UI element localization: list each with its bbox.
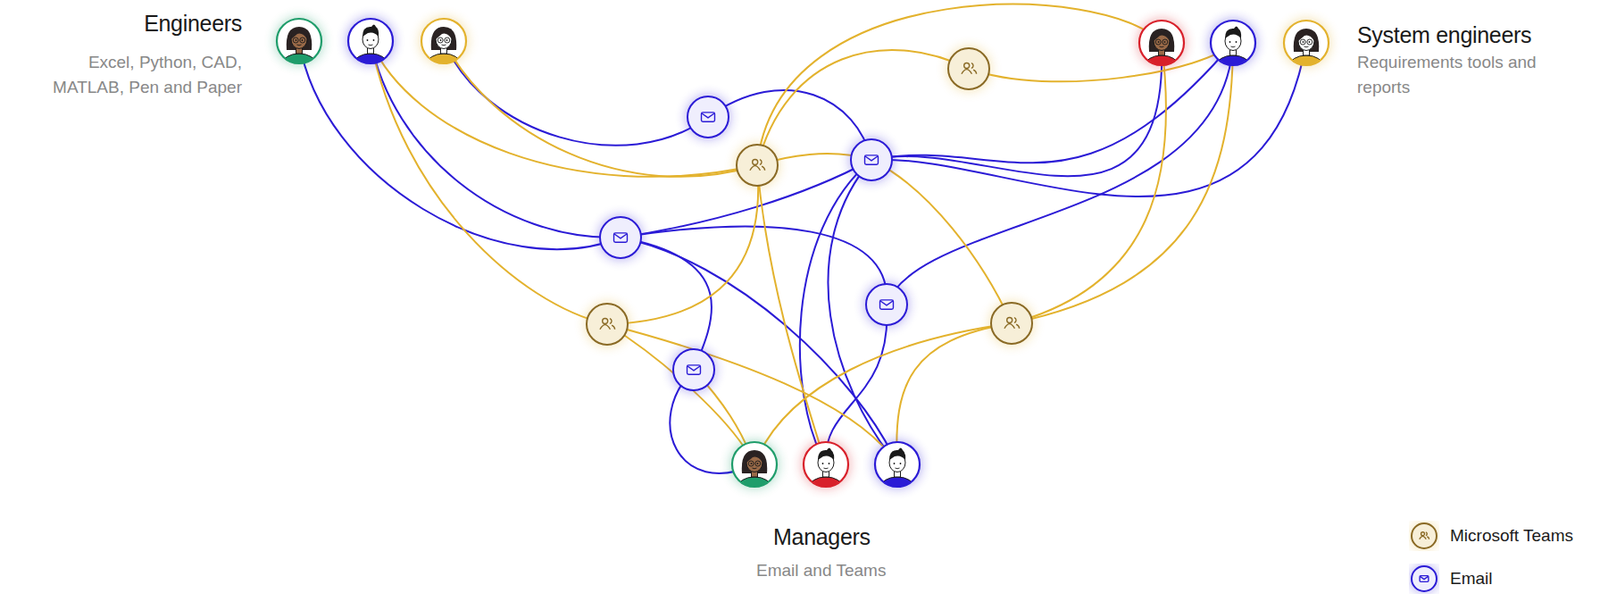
group-subtitle: Excel, Python, CAD, MATLAB, Pen and Pape… [32, 50, 242, 100]
connection-line [871, 42, 1162, 176]
legend-item: Microsoft Teams [1408, 520, 1574, 551]
group-title: System engineers [1357, 21, 1532, 49]
connection-line [443, 41, 758, 177]
legend-item: Email [1408, 563, 1493, 594]
connection-line [443, 41, 709, 146]
group-subtitle: Email and Teams [756, 558, 886, 584]
connection-line [370, 41, 608, 325]
person-avatar [1281, 17, 1332, 77]
person-avatar [345, 16, 396, 75]
connection-line [968, 42, 1234, 82]
teams-legend-icon [1408, 520, 1440, 551]
email-hub [597, 214, 644, 261]
connection-line [299, 41, 621, 250]
person-avatar [729, 439, 780, 499]
connection-line [754, 323, 1012, 465]
email-hub [848, 136, 895, 184]
email-hub [863, 281, 910, 328]
group-title: Managers [773, 523, 871, 550]
person-avatar [274, 16, 325, 75]
email-legend-icon [1408, 563, 1440, 594]
connection-line [757, 4, 1162, 166]
connection-line [800, 159, 872, 465]
connection-line [896, 323, 1012, 465]
connection-line [370, 41, 621, 238]
person-avatar [800, 439, 851, 499]
group-title: Engineers [143, 9, 242, 37]
connection-line [757, 165, 826, 465]
connection-line [886, 42, 1234, 305]
group-subtitle: Requirements tools and reports [1357, 50, 1567, 100]
legend-label: Email [1450, 568, 1493, 589]
connection-lines [299, 4, 1307, 474]
teams-hub [733, 141, 781, 189]
connection-line [708, 90, 872, 160]
teams-hub [583, 300, 631, 348]
person-avatar [418, 16, 469, 75]
connection-line [620, 226, 887, 305]
email-hub [670, 346, 717, 393]
email-hub [684, 93, 732, 141]
connection-line [1011, 42, 1234, 324]
legend-label: Microsoft Teams [1450, 525, 1574, 546]
teams-hub [945, 45, 992, 92]
person-avatar [872, 439, 923, 499]
connection-line [370, 41, 758, 177]
person-avatar [1208, 17, 1259, 77]
teams-hub [988, 300, 1035, 347]
connection-line [1011, 42, 1167, 324]
connection-line [620, 237, 898, 465]
person-avatar [1136, 17, 1187, 77]
